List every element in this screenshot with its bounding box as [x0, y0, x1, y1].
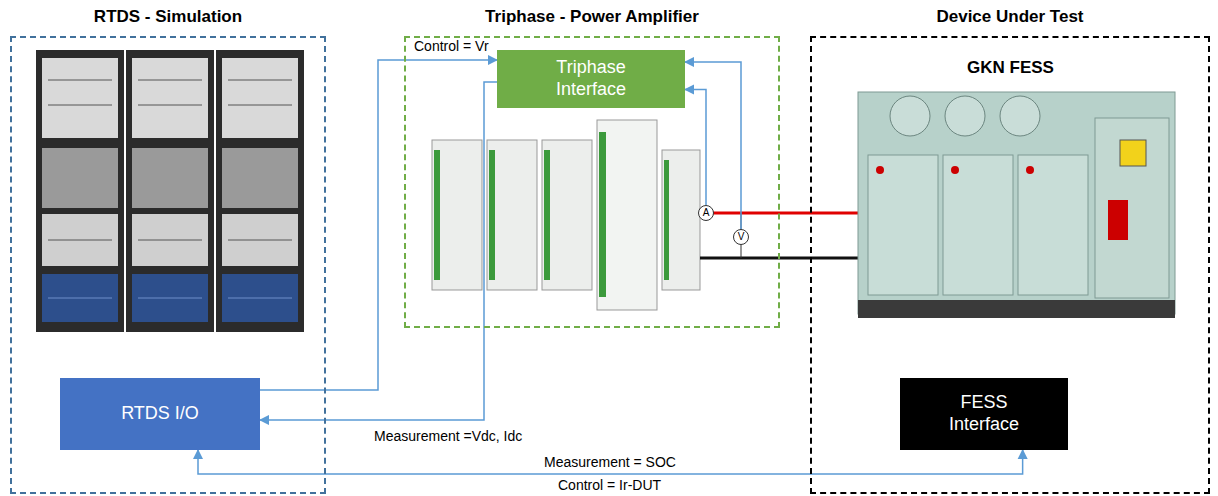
box-label: FESS Interface — [934, 392, 1034, 435]
interface-box: FESS Interface — [900, 378, 1068, 450]
signal-connector — [260, 60, 497, 390]
signal-connector — [685, 89, 706, 205]
meter-letter: V — [738, 232, 745, 242]
dashed-region: Device Under TestFESS Interface — [810, 36, 1210, 494]
interface-box: Triphase Interface — [497, 50, 685, 108]
signal-connector — [685, 62, 741, 229]
box-label: RTDS I/O — [121, 403, 199, 425]
meter-symbol: V — [733, 229, 749, 245]
signal-label: Measurement = SOC — [542, 454, 678, 471]
signal-connector — [198, 450, 1023, 474]
rtds-racks — [36, 50, 304, 332]
meter-letter: A — [703, 208, 710, 218]
region-title: Device Under Test — [772, 7, 1218, 27]
signal-label: Measurement =Vdc, Idc — [372, 428, 524, 445]
box-label: Triphase Interface — [536, 57, 646, 100]
dashed-region: Triphase - Power AmplifierTriphase Inter… — [404, 36, 780, 328]
dashed-region: RTDS - SimulationRTDS I/O — [10, 36, 326, 494]
fess-unit — [858, 92, 1175, 318]
signal-label: Control = Ir-DUT — [556, 477, 663, 494]
amplifier-cabinets — [432, 120, 700, 310]
region-title: Triphase - Power Amplifier — [366, 7, 818, 27]
region-title: RTDS - Simulation — [0, 7, 364, 27]
signal-label: Control = Vr — [412, 38, 491, 55]
meter-symbol: A — [698, 205, 714, 221]
interface-box: RTDS I/O — [60, 378, 260, 450]
signal-connector — [260, 82, 497, 420]
device-title: GKN FESS — [965, 58, 1056, 78]
